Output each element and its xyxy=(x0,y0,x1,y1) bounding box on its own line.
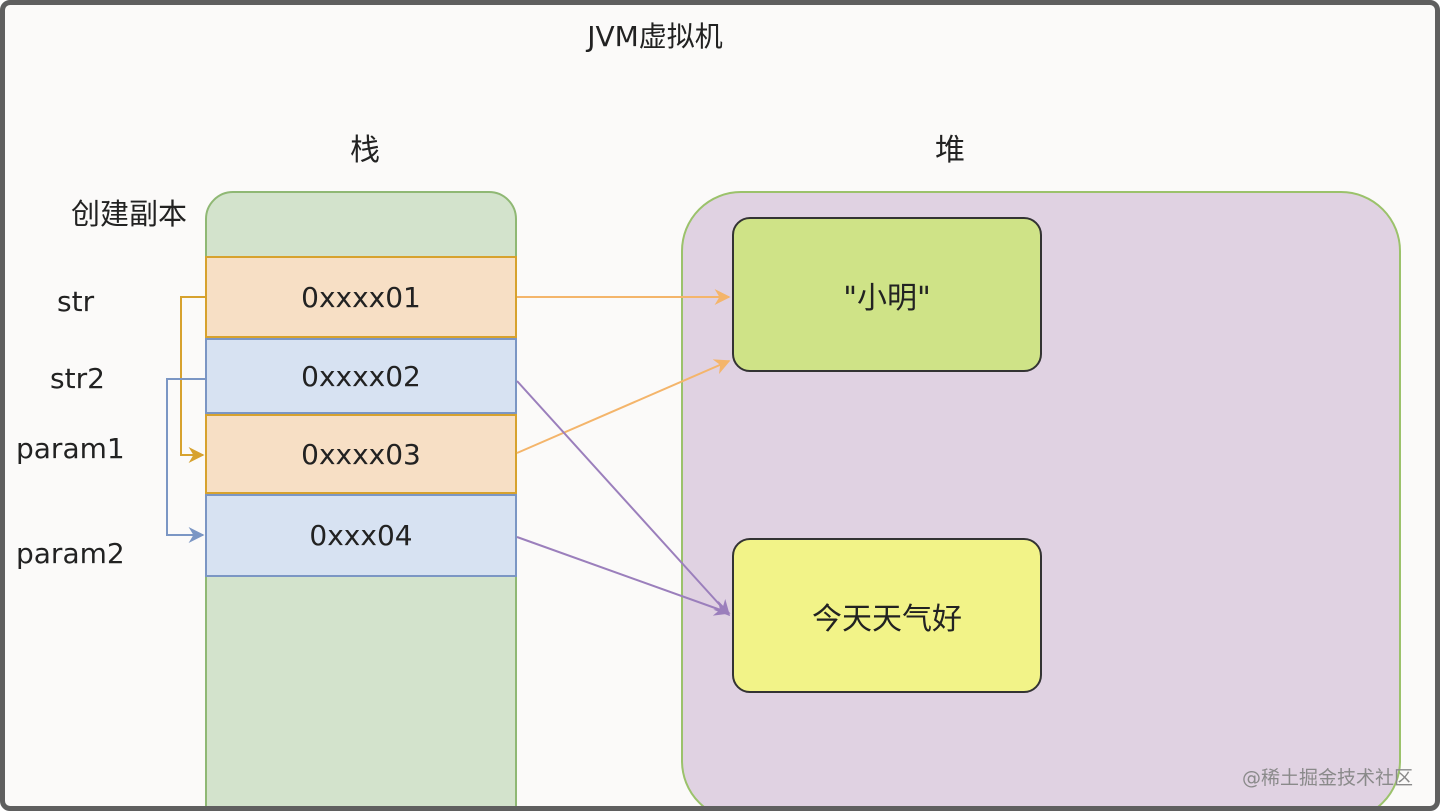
variable-str2: str2 xyxy=(50,362,105,395)
variable-param1: param1 xyxy=(16,432,125,465)
stack-cell-str: 0xxxx01 xyxy=(205,256,517,338)
diagram-title: JVM虚拟机 xyxy=(587,20,723,53)
heap-label: 堆 xyxy=(935,133,965,168)
watermark-text: @稀土掘金技术社区 xyxy=(1241,767,1413,789)
variable-str: str xyxy=(57,285,95,318)
stack-cell-param2: 0xxx04 xyxy=(205,494,517,577)
stack-cell-str2: 0xxxx02 xyxy=(205,338,517,414)
copy-arrow-str2-to-param2 xyxy=(166,378,205,543)
stack-label: 栈 xyxy=(350,133,380,168)
heap-object-weather: 今天天气好 xyxy=(732,538,1042,693)
copy-arrow-str-to-param1 xyxy=(180,296,205,463)
heap-object-xiaoming: "小明" xyxy=(732,217,1042,372)
stack-note: 创建副本 xyxy=(71,197,188,231)
stack-cell-param1: 0xxxx03 xyxy=(205,414,517,494)
variable-param2: param2 xyxy=(16,537,125,570)
